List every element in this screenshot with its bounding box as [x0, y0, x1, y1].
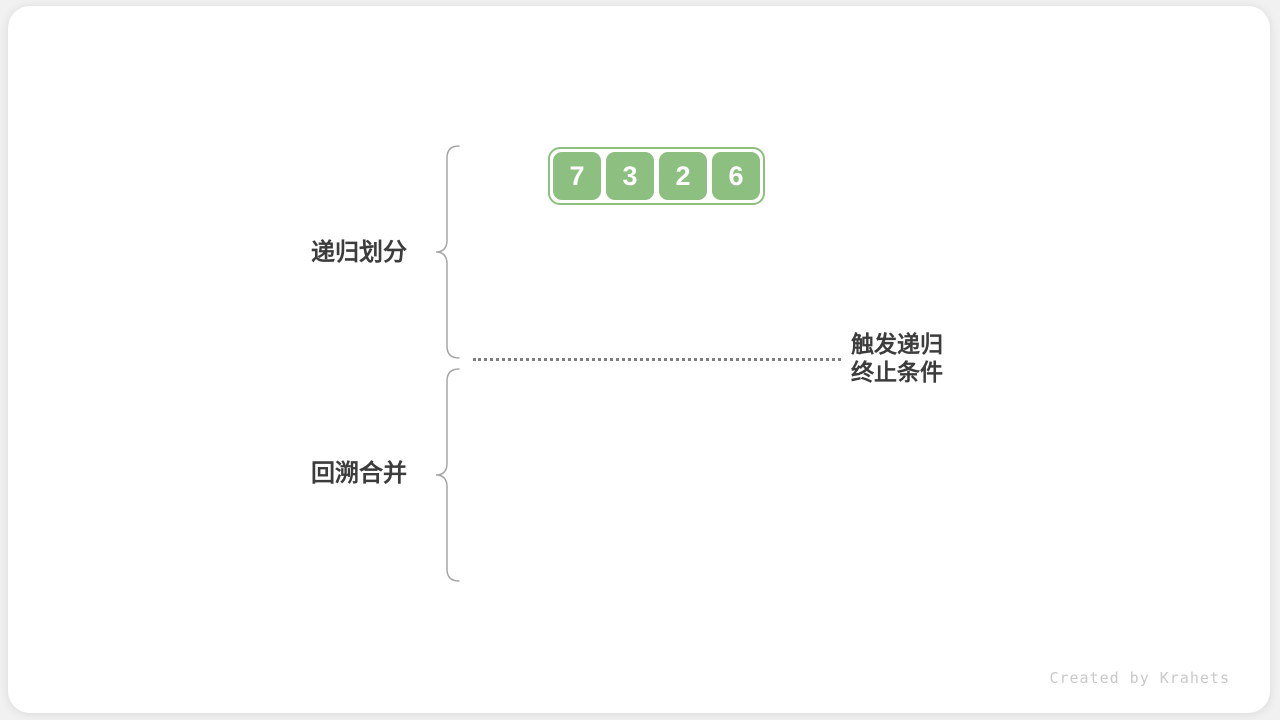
merge-brace [435, 368, 460, 582]
termination-label-line1: 触发递归 [851, 331, 943, 357]
array-cell: 3 [606, 152, 654, 200]
merge-phase-label: 回溯合并 [311, 460, 407, 487]
termination-dotted-line [473, 358, 841, 361]
array-cell: 6 [712, 152, 760, 200]
termination-label-line2: 终止条件 [851, 359, 943, 385]
array-cell: 2 [659, 152, 707, 200]
diagram-canvas: 7 3 2 6 递归划分 回溯合并 触发递归 终止条件 Created by K… [8, 6, 1270, 713]
divide-phase-label: 递归划分 [311, 239, 407, 266]
termination-label: 触发递归 终止条件 [851, 330, 943, 386]
divide-brace [435, 145, 460, 359]
array-container: 7 3 2 6 [548, 147, 765, 205]
credit-text: Created by Krahets [1049, 669, 1230, 687]
array-cell: 7 [553, 152, 601, 200]
